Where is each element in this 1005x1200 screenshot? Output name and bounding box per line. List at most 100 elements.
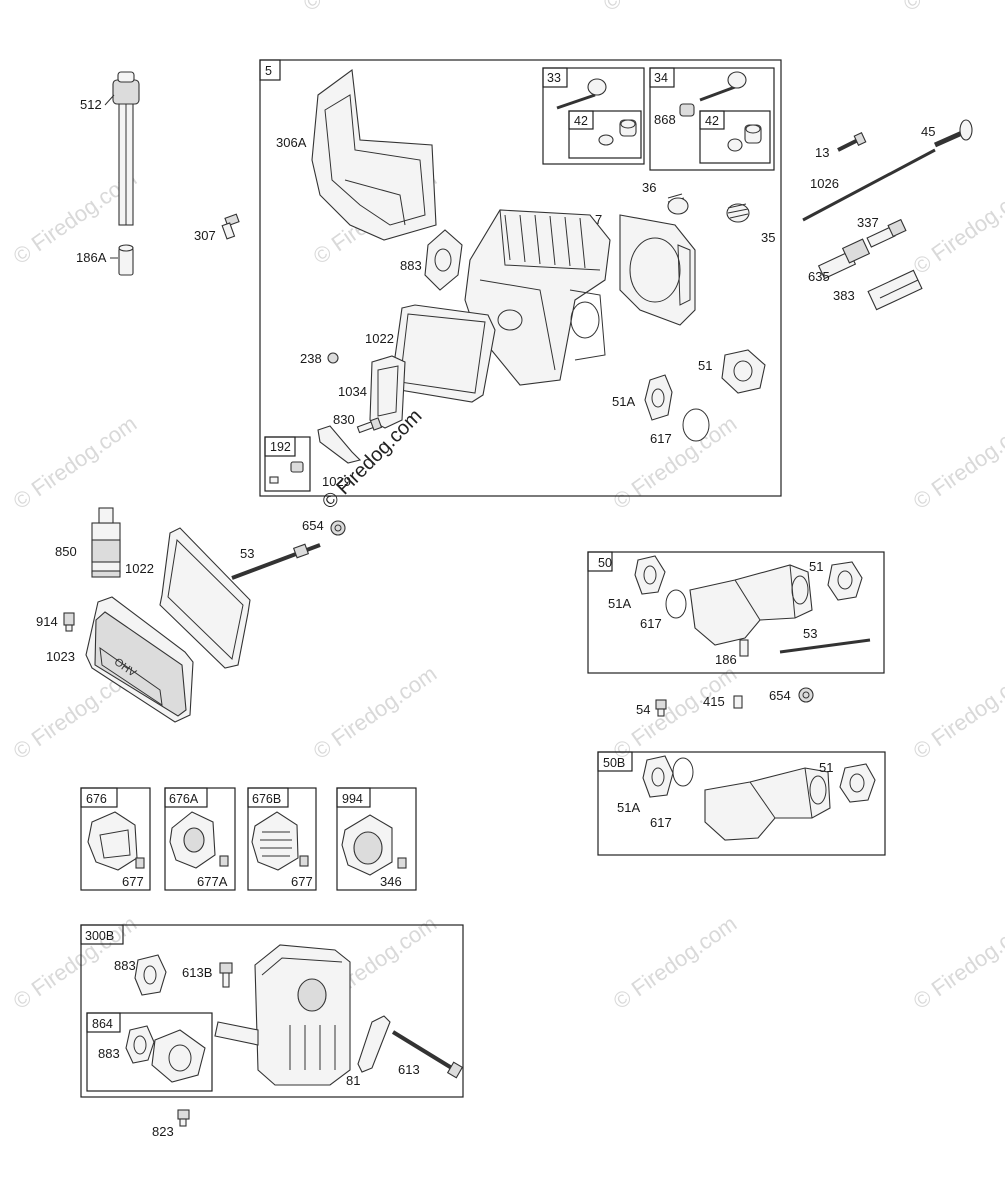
intake-valve-34 [679,71,747,117]
box-42-frame [568,110,642,159]
box-676B-label: 676B [252,792,281,806]
screw-823 [177,1109,190,1127]
part-label-51A: 51A [617,800,640,815]
part-label-81: 81 [346,1073,360,1088]
part-label-613: 613 [398,1062,420,1077]
part-label-51: 51 [819,760,833,775]
box-192-label: 192 [270,440,291,454]
seal-ring-617 [672,757,694,787]
box-676A-label: 676A [169,792,199,806]
part-label-51: 51 [698,358,712,373]
box-42-frame [699,110,771,164]
muffler-guard-994 [341,814,407,876]
adapter-864 [151,1029,206,1083]
background-watermarks: © Firedog.com © Firedog.com © Firedog.co… [9,0,1005,1014]
watermark: © Firedog.com [909,176,1005,279]
part-label-45: 45 [921,124,935,139]
box-42-label: 42 [705,114,719,128]
part-label-1022: 1022 [365,331,394,346]
part-label-36: 36 [642,180,656,195]
part-label-635: 635 [808,269,830,284]
nut-238 [327,352,339,364]
part-label-677: 677 [291,874,313,889]
watermark: © Firedog.com [599,0,732,16]
part-label-823: 823 [152,1124,174,1139]
muffler-guard-676B [251,811,309,871]
stud-613 [391,1030,464,1079]
box-994-label: 994 [342,792,363,806]
screw-13 [837,132,867,152]
muffler-300B [214,944,351,1086]
fastener-192 [269,461,304,484]
part-label-186A: 186A [76,250,107,265]
box-50-frame [587,551,885,674]
nut-654 [798,687,814,703]
gasket-883 [125,1025,155,1064]
sealant-tube-850 [91,507,121,578]
part-label-914: 914 [36,614,58,629]
valve-seal-42 [727,124,762,152]
gasket-51A [642,755,674,798]
part-label-307: 307 [194,228,216,243]
part-label-883: 883 [400,258,422,273]
part-label-13: 13 [815,145,829,160]
part-label-35: 35 [761,230,775,245]
part-label-654: 654 [302,518,324,533]
watermark: © Firedog.com [909,911,1005,1014]
stud-53 [231,543,321,580]
seal-ring-617 [665,589,687,619]
screw-54 [655,699,667,717]
watermark: © Firedog.com [909,661,1005,764]
box-864-frame [86,1012,213,1092]
box-300B-label: 300B [85,929,114,943]
gasket-883 [424,229,463,291]
intake-manifold-50 [689,564,813,646]
watermark: © Firedog.com [609,661,742,764]
part-label-1026: 1026 [810,176,839,191]
exhaust-valve-33 [556,78,607,110]
part-label-1023: 1023 [46,649,75,664]
part-label-383: 383 [833,288,855,303]
box-5-frame [259,59,782,497]
part-label-415: 415 [703,694,725,709]
connector-383 [867,269,923,311]
muffler-guard-676A [169,811,229,869]
box-34-label: 34 [654,71,668,85]
part-label-1029: 1029 [322,474,351,489]
box-50B-frame [597,751,886,856]
valve-45 [933,119,973,148]
seal-ring-617 [682,408,710,442]
dipstick-tube-group [112,71,140,276]
box-50B-label: 50B [603,756,625,770]
dipstick-seal [118,247,134,276]
valve-seal-42 [598,119,637,146]
gasket-51A [644,374,673,421]
part-label-238: 238 [300,351,322,366]
part-label-677A: 677A [197,874,228,889]
gasket-51 [827,561,863,601]
screw-830 [356,417,383,434]
part-label-617: 617 [650,431,672,446]
pushrod-1026 [802,148,936,222]
valve-spring-35 [726,203,750,223]
part-label-850: 850 [55,544,77,559]
box-5-label: 5 [265,64,272,78]
part-label-883: 883 [98,1046,120,1061]
part-label-7: 7 [595,212,602,227]
head-shroud-306A [311,68,437,241]
tappet-635 [817,238,871,280]
gasket-883 [134,954,167,996]
box-50-label: 50 [598,556,612,570]
part-label-617: 617 [650,815,672,830]
part-label-306A: 306A [276,135,307,150]
nut-654 [330,520,346,536]
part-label-53: 53 [803,626,817,641]
watermark: © Firedog.com [609,411,742,514]
part-label-186: 186 [715,652,737,667]
cover-gasket-1022 [159,527,251,669]
screw-613B [219,962,233,988]
screw-307 [221,213,240,240]
box-864-label: 864 [92,1017,113,1031]
part-label-883: 883 [114,958,136,973]
